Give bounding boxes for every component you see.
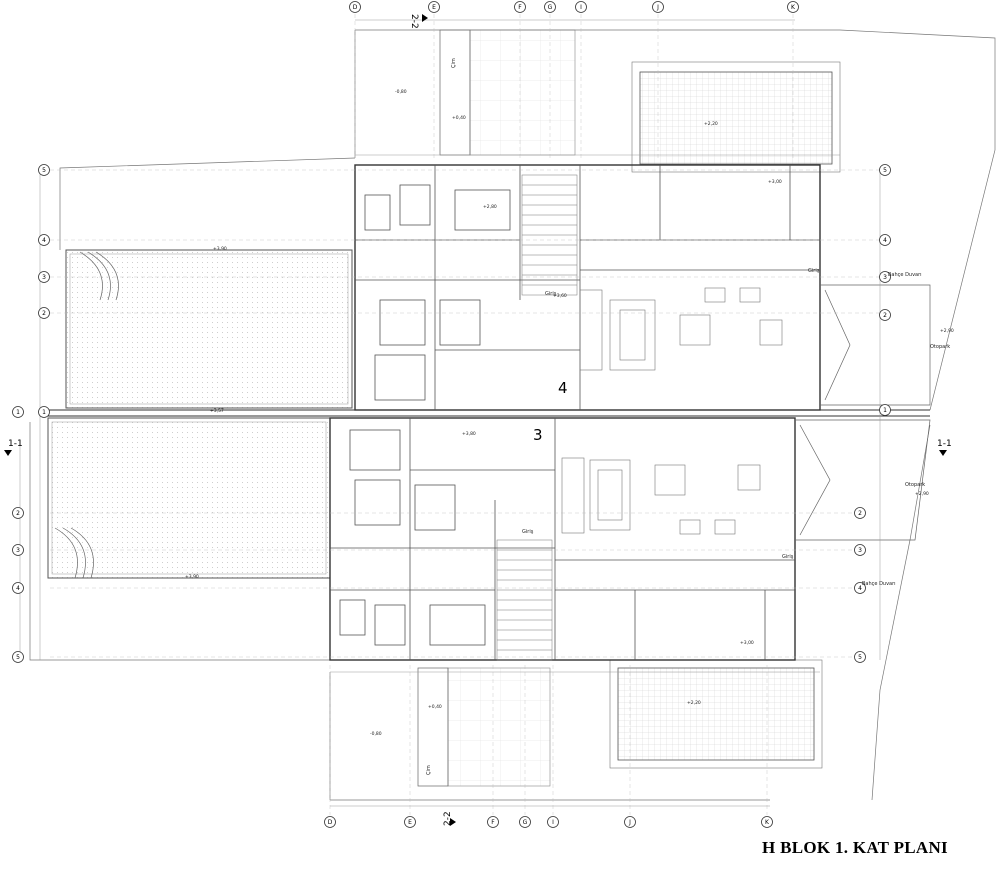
label-giris-upper: Giriş (545, 291, 557, 297)
court-lower (417, 667, 551, 787)
grid-label-row-3-lower: 3 (16, 547, 20, 554)
label-bahce-duvari-upper: Bahçe Duvarı (888, 272, 922, 278)
unit-number-3: 3 (533, 426, 543, 444)
grid-label-row-5-right: 5 (883, 167, 887, 174)
grid-label-row-5: 5 (42, 167, 46, 174)
section-mark-right: 1-1 (937, 439, 952, 449)
level-marker-4: +2,90 (940, 328, 954, 334)
label-cim-upper: Çim (451, 58, 457, 68)
terrace-left-lower (47, 417, 331, 579)
terrace-left-upper (65, 249, 353, 409)
label-giris-lower-right: Giriş (782, 554, 794, 560)
grid-label-row-2-right: 2 (883, 312, 887, 319)
grid-label-row-5-right-lower: 5 (858, 654, 862, 661)
grid-bubbles-bottom (324, 816, 773, 828)
site-boundary (29, 29, 996, 801)
drawing-title: H BLOK 1. KAT PLANI (762, 838, 948, 857)
parking-area (795, 284, 931, 541)
section-marks: 1-1 1-1 2-2 2-2 (4, 14, 952, 826)
grid-lines (50, 14, 880, 815)
stair-upper (521, 174, 578, 296)
level-marker-7: +3,90 (213, 246, 227, 252)
level-marker-15: +2,90 (915, 491, 929, 497)
grid-label-row-2: 2 (42, 310, 46, 317)
grid-label-col-e-bottom: E (408, 819, 412, 826)
level-marker-5: +2,80 (483, 204, 497, 210)
level-marker-8: +3,57 (210, 408, 224, 414)
level-marker-10: +3,90 (185, 574, 199, 580)
section-mark-bottom: 2-2 (443, 811, 453, 826)
grid-label-row-5-lower: 5 (16, 654, 20, 661)
level-marker-12: -0,80 (370, 731, 382, 737)
label-otopark-upper: Otopark (930, 344, 950, 350)
grid-label-col-g: G (548, 4, 553, 11)
grid-label-row-4-lower: 4 (16, 585, 20, 592)
curved-step-upper (79, 251, 119, 301)
grid-label-row-4: 4 (42, 237, 46, 244)
partitions-upper (355, 165, 820, 410)
pool-lower (609, 659, 823, 769)
grid-label-col-e: E (432, 4, 436, 11)
label-giris-lower: Giriş (522, 529, 534, 535)
section-mark-left: 1-1 (8, 439, 23, 449)
level-marker-1: -0,80 (395, 89, 407, 95)
grid-label-col-i-bottom: I (552, 819, 554, 826)
section-arrow-right-icon (939, 450, 947, 456)
grid-label-row-3-right: 3 (883, 274, 887, 281)
level-marker-16: +2,20 (704, 121, 718, 127)
furniture-upper (579, 287, 783, 371)
room-labels: Otopark Otopark Bahçe Duvarı Bahçe Duvar… (426, 58, 950, 775)
grid-label-col-i: I (580, 4, 582, 11)
grid-label-col-g-bottom: G (523, 819, 528, 826)
grid-label-col-d: D (353, 4, 358, 11)
label-otopark-lower: Otopark (905, 482, 925, 488)
grid-label-col-j: J (656, 4, 659, 11)
section-arrow-left-icon (4, 450, 12, 456)
grid-bubbles-top (349, 1, 799, 13)
stair-lower (496, 539, 553, 661)
level-marker-9: +3,80 (462, 431, 476, 437)
grid-label-row-2-lower: 2 (16, 510, 20, 517)
level-marker-13: +0,40 (428, 704, 442, 710)
pool-upper (631, 61, 841, 173)
grid-bubbles-right (854, 164, 891, 663)
grid-label-row-1: 1 (42, 409, 46, 416)
grid-label-row-1-right: 1 (883, 407, 887, 414)
level-markers: -0,80 +0,40 +3,00 +2,90 +2,80 +3,60 +3,9… (185, 89, 954, 737)
label-giris-upper-right: Giriş (808, 268, 820, 274)
partitions-lower (330, 418, 795, 660)
grid-label-row-4-right: 4 (883, 237, 887, 244)
section-arrow-bottom-icon (450, 818, 456, 826)
section-arrow-top-icon (422, 14, 428, 22)
grid-label-col-k-bottom: K (765, 819, 770, 826)
building-walls (40, 164, 930, 661)
curved-step-lower (54, 527, 94, 579)
grid-label-row-2-right-lower: 2 (858, 510, 862, 517)
label-bahce-duvari-lower: Bahçe Duvarı (862, 581, 896, 587)
grid-label-col-d-bottom: D (328, 819, 333, 826)
grid-label-col-j-bottom: J (628, 819, 631, 826)
level-marker-11: +2,20 (687, 700, 701, 706)
grid-bubbles-left (12, 164, 50, 663)
court-upper (439, 29, 576, 156)
section-mark-top: 2-2 (409, 14, 419, 29)
level-marker-14: +3,00 (740, 640, 754, 646)
level-marker-2: +0,40 (452, 115, 466, 121)
grid-label-row-3-right-lower: 3 (858, 547, 862, 554)
level-marker-3: +3,00 (768, 179, 782, 185)
grid-label-row-4-right-lower: 4 (858, 585, 862, 592)
level-marker-6: +3,60 (553, 293, 567, 299)
label-cim-lower: Çim (426, 765, 432, 775)
grid-label-col-f-bottom: F (491, 819, 495, 826)
grid-labels: D E F G I J K D E F G I J K 5 4 3 2 1 1 … (16, 4, 887, 826)
furniture-lower (561, 457, 761, 535)
grid-label-col-k: K (791, 4, 796, 11)
unit-number-4: 4 (558, 379, 568, 397)
grid-label-row-1-outer: 1 (16, 409, 20, 416)
grid-label-row-3: 3 (42, 274, 46, 281)
grid-label-col-f: F (518, 4, 522, 11)
